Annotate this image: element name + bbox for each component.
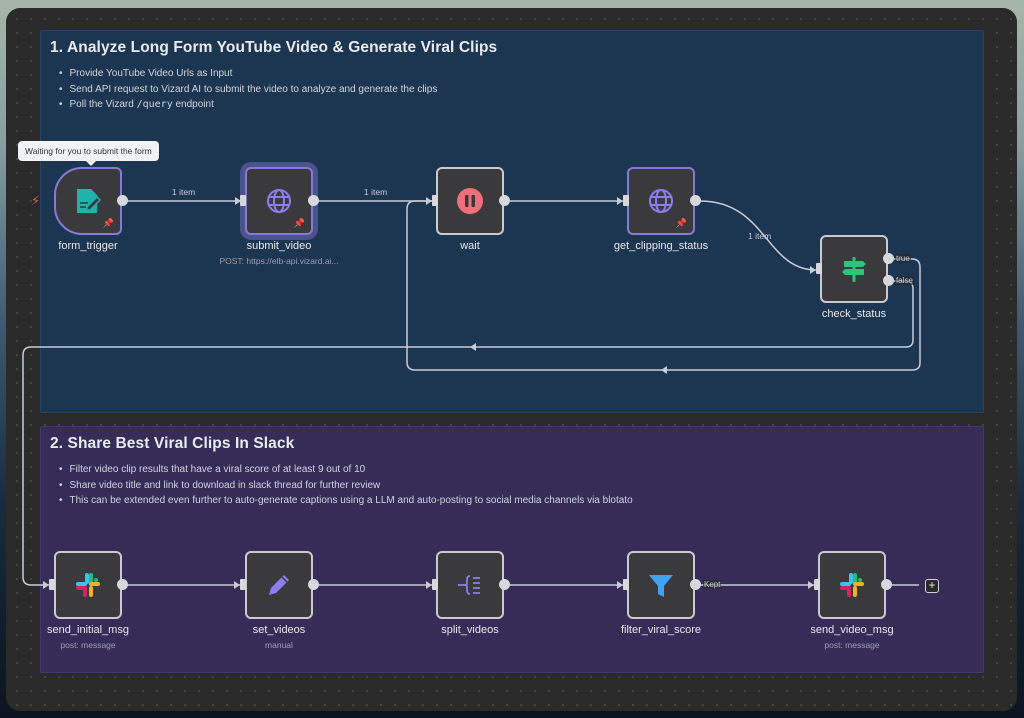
form-icon (77, 189, 101, 213)
bullet: Provide YouTube Video Urls as Input (59, 66, 437, 82)
node-label: send_initial_msg (47, 624, 129, 636)
sticky-bullets: Filter video clip results that have a vi… (59, 462, 633, 509)
output-port[interactable] (690, 579, 701, 590)
edge-item-count: 1 item (748, 231, 772, 241)
bullet: Poll the Vizard /query endpoint (59, 97, 437, 113)
filter-icon (649, 575, 673, 597)
output-port[interactable] (117, 579, 128, 590)
output-port[interactable] (308, 195, 319, 206)
node-send-initial-msg[interactable] (54, 551, 122, 619)
node-filter-viral-score[interactable] (627, 551, 695, 619)
input-port[interactable] (814, 579, 820, 590)
code-snippet: /query (136, 99, 173, 110)
node-label: wait (460, 240, 480, 252)
branch-label-false: false (895, 276, 914, 285)
node-get-clipping-status[interactable]: 📌 (627, 167, 695, 235)
bullet-text: Poll the Vizard (69, 99, 137, 110)
node-submit-video[interactable]: 📌 (245, 167, 313, 235)
pencil-icon (269, 575, 289, 595)
slack-icon (76, 573, 100, 597)
node-label: check_status (821, 308, 887, 320)
sticky-note-analyze[interactable]: 1. Analyze Long Form YouTube Video & Gen… (40, 30, 984, 413)
output-port[interactable] (117, 195, 128, 206)
input-port[interactable] (240, 195, 246, 206)
edge-item-count: 1 item (364, 187, 388, 197)
globe-icon (267, 189, 291, 213)
pin-icon: 📌 (102, 218, 114, 228)
sticky-title: 2. Share Best Viral Clips In Slack (50, 435, 295, 452)
node-label: filter_viral_score (620, 624, 702, 636)
node-form-trigger[interactable]: 📌 (54, 167, 122, 235)
output-port-true[interactable] (883, 253, 894, 264)
signpost-icon (842, 257, 866, 282)
split-icon (458, 575, 480, 595)
node-subtitle: post: message (824, 640, 880, 650)
node-subtitle: post: message (60, 640, 116, 650)
trigger-tooltip: Waiting for you to submit the form (18, 141, 159, 166)
input-port[interactable] (432, 579, 438, 590)
workflow-canvas[interactable]: 1. Analyze Long Form YouTube Video & Gen… (6, 8, 1017, 711)
edge-item-count: 1 item (172, 187, 196, 197)
node-subtitle: POST: https://elb-api.vizard.ai... (219, 256, 339, 266)
node-label: send_video_msg (810, 624, 894, 636)
node-label: get_clipping_status (613, 240, 709, 252)
bullet-text: endpoint (172, 99, 214, 110)
output-port[interactable] (499, 579, 510, 590)
node-wait[interactable] (436, 167, 504, 235)
add-node-button[interactable]: + (925, 579, 939, 593)
input-port[interactable] (240, 579, 246, 590)
lightning-bolt-icon[interactable]: ⚡ (31, 193, 41, 208)
globe-icon (649, 189, 673, 213)
branch-label-kept: Kept (703, 580, 722, 589)
pause-icon (457, 188, 483, 214)
output-port[interactable] (499, 195, 510, 206)
node-label: form_trigger (58, 240, 118, 252)
node-check-status[interactable] (820, 235, 888, 303)
input-port[interactable] (816, 263, 822, 274)
input-port[interactable] (432, 195, 438, 206)
node-set-videos[interactable] (245, 551, 313, 619)
node-subtitle: manual (265, 640, 293, 650)
pin-icon: 📌 (675, 218, 687, 228)
node-send-video-msg[interactable] (818, 551, 886, 619)
node-label: split_videos (441, 624, 499, 636)
output-port-false[interactable] (883, 275, 894, 286)
sticky-bullets: Provide YouTube Video Urls as Input Send… (59, 66, 438, 113)
branch-label-true: true (895, 254, 911, 263)
bullet: Share video title and link to download i… (59, 478, 633, 494)
output-port[interactable] (881, 579, 892, 590)
node-label: set_videos (252, 624, 306, 636)
output-port[interactable] (308, 579, 319, 590)
pin-icon: 📌 (293, 218, 305, 228)
node-split-videos[interactable] (436, 551, 504, 619)
bullet: This can be extended even further to aut… (59, 493, 633, 509)
bullet: Filter video clip results that have a vi… (59, 462, 633, 478)
sticky-title: 1. Analyze Long Form YouTube Video & Gen… (50, 39, 498, 56)
input-port[interactable] (49, 579, 55, 590)
bullet: Send API request to Vizard AI to submit … (59, 82, 438, 98)
input-port[interactable] (623, 195, 629, 206)
output-port[interactable] (690, 195, 701, 206)
node-label: submit_video (246, 240, 312, 252)
input-port[interactable] (623, 579, 629, 590)
slack-icon (840, 573, 864, 597)
